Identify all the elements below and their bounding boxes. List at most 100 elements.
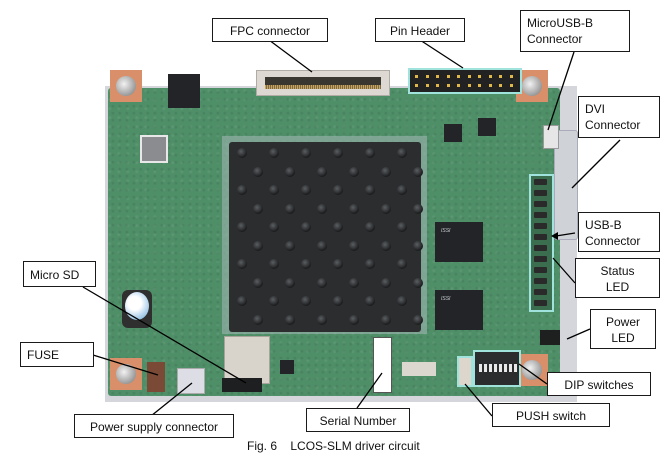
- label-dvi-connector: DVI Connector: [578, 96, 660, 138]
- heatsink-fin: [349, 277, 359, 288]
- heatsink-fin: [269, 259, 279, 269]
- header-pin: [478, 84, 481, 87]
- header-pin: [457, 84, 460, 87]
- status-led: [534, 212, 547, 218]
- header-pin: [488, 84, 492, 87]
- heatsink-fin: [317, 203, 327, 214]
- power-led: [540, 330, 560, 345]
- label-power-supply-connector: Power supply connector: [74, 414, 234, 438]
- heatsink-fin: [253, 240, 263, 251]
- header-pin: [446, 84, 450, 87]
- micro-sd-slot: [224, 336, 270, 384]
- heatsink-fin: [253, 166, 263, 177]
- heatsink-fin: [381, 166, 391, 177]
- heatsink-fin: [365, 296, 375, 306]
- power-supply-connector: [177, 368, 205, 394]
- mounting-pad-top-left: [110, 70, 142, 102]
- leader-pin-header: [419, 39, 464, 69]
- label-fuse: FUSE: [20, 342, 94, 367]
- serial-number-sticker: [373, 337, 392, 393]
- ic-chip: [444, 124, 462, 142]
- label-text: Connector: [585, 234, 641, 248]
- heatsink-fin: [413, 166, 423, 177]
- memory-chip-brand: ISSI: [441, 296, 451, 302]
- header-pin: [478, 75, 481, 78]
- header-pin: [457, 75, 460, 78]
- heatsink-fin: [349, 240, 359, 251]
- heatsink-fin: [333, 148, 343, 158]
- header-pin: [509, 84, 513, 87]
- heatsink-fin: [301, 148, 311, 158]
- label-text: Connector: [585, 118, 641, 132]
- inductor-module: [140, 135, 168, 163]
- label-text: USB-B: [585, 218, 622, 232]
- heatsink-fin: [397, 222, 407, 232]
- dip-switch-lever: [484, 364, 487, 372]
- fpc-slot: [265, 77, 381, 85]
- header-pin: [415, 84, 418, 87]
- small-connector: [402, 362, 436, 376]
- heatsink-fin: [413, 240, 423, 251]
- screw-icon: [116, 364, 136, 384]
- heatsink-fin: [285, 314, 295, 325]
- heatsink-fin: [365, 222, 375, 232]
- dip-switch-lever: [514, 364, 517, 372]
- micro-sd-card: [222, 378, 262, 392]
- heatsink-fin: [413, 277, 423, 288]
- header-pin: [488, 75, 492, 78]
- screw-icon: [522, 360, 542, 380]
- heatsink-fin: [413, 203, 423, 214]
- status-led: [534, 300, 547, 306]
- header-pin: [499, 75, 502, 78]
- label-text: LED: [611, 331, 635, 345]
- status-led: [534, 289, 547, 295]
- label-text: Pin Header: [389, 24, 451, 38]
- heatsink: [229, 142, 423, 332]
- heatsink-fin: [333, 259, 343, 269]
- heatsink-fin: [237, 296, 247, 306]
- heatsink-fin: [301, 259, 311, 269]
- label-text: MicroUSB-B: [527, 16, 594, 30]
- dip-switch-lever: [494, 364, 497, 372]
- heatsink-fin: [285, 277, 295, 288]
- heatsink-fin: [237, 148, 247, 158]
- dip-switch-lever: [509, 364, 512, 372]
- label-text: DVI: [585, 102, 606, 116]
- screw-icon: [116, 76, 136, 96]
- status-led: [534, 278, 547, 284]
- status-led: [534, 201, 547, 207]
- heatsink-fin: [365, 148, 375, 158]
- dip-switches: [473, 350, 521, 387]
- heatsink-fin: [349, 166, 359, 177]
- status-led: [534, 267, 547, 273]
- heatsink-fin: [253, 314, 263, 325]
- heatsink-fin: [333, 185, 343, 195]
- label-dip-switches: DIP switches: [547, 372, 651, 396]
- pin-header: [408, 68, 522, 94]
- heatsink-fin: [269, 148, 279, 158]
- label-text: DIP switches: [564, 378, 634, 392]
- mounting-pad-bottom-left: [110, 358, 142, 390]
- header-pin: [509, 75, 513, 78]
- heatsink-fin: [381, 203, 391, 214]
- regulator-chip: [168, 74, 200, 108]
- heatsink-fin: [381, 240, 391, 251]
- heatsink-fin: [285, 240, 295, 251]
- fpc-connector: [256, 70, 390, 96]
- header-pin: [446, 75, 450, 78]
- status-led: [534, 256, 547, 262]
- heatsink-fin: [285, 166, 295, 177]
- heatsink-fin: [317, 240, 327, 251]
- label-micro-sd: Micro SD: [23, 261, 96, 287]
- screw-icon: [522, 76, 542, 96]
- status-led: [534, 190, 547, 196]
- label-text: Power supply connector: [89, 420, 219, 434]
- header-pin: [415, 75, 418, 78]
- dip-switch-lever: [489, 364, 492, 372]
- heatsink-fin: [301, 296, 311, 306]
- header-pin: [467, 84, 471, 87]
- label-text: LED: [605, 280, 630, 294]
- heatsink-fin: [317, 314, 327, 325]
- microusb-connector: [543, 125, 559, 149]
- heatsink-fin: [269, 296, 279, 306]
